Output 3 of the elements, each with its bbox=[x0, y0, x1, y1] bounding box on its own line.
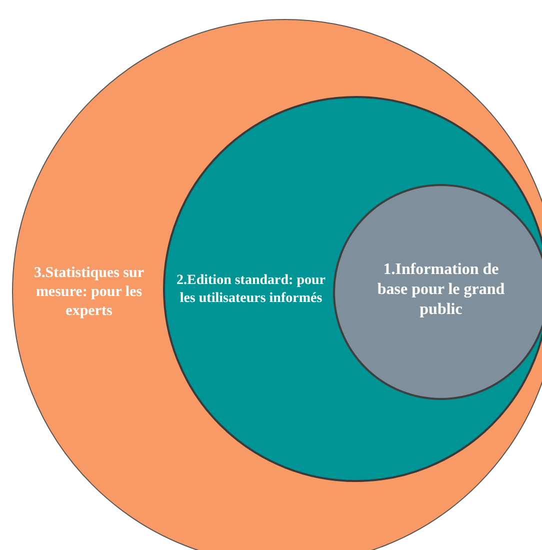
circle-label: 2.Edition standard: pour les utilisateurs informés bbox=[176, 272, 326, 307]
circle-label: 1.Information de base pour le grand public bbox=[376, 260, 506, 320]
circle-label: 3.Statistiques sur mesure: pour les experts bbox=[32, 264, 146, 320]
